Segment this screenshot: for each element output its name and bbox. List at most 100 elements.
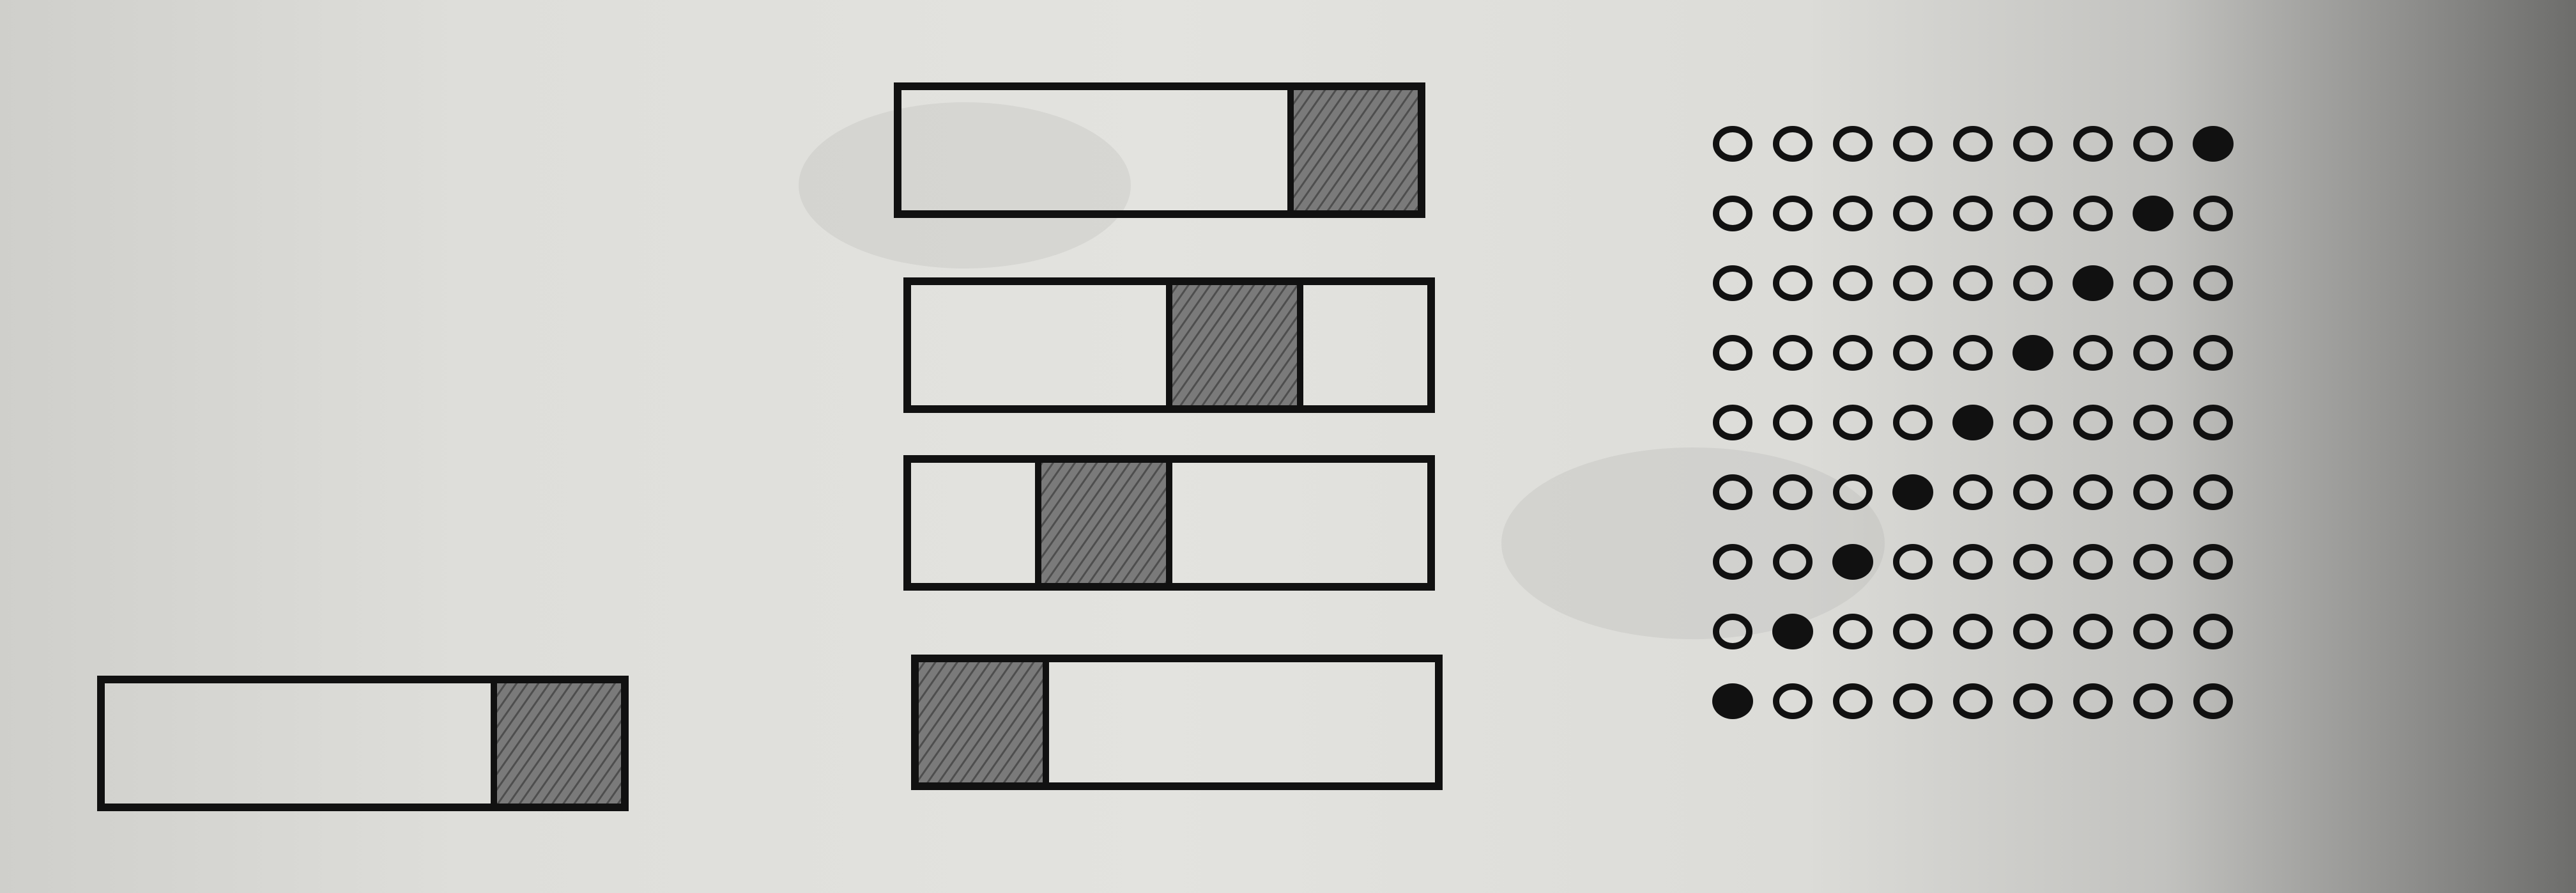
- dot-row: [1713, 544, 2233, 580]
- hollow-dot: [1953, 196, 1993, 231]
- dot-row: [1713, 474, 2233, 510]
- hollow-dot: [2193, 265, 2233, 301]
- hollow-dot: [1833, 474, 1873, 510]
- hollow-dot: [1953, 614, 1993, 649]
- hollow-dot: [2133, 614, 2173, 649]
- dot-row: [1713, 126, 2234, 162]
- dot-row: [1712, 683, 2233, 719]
- hollow-dot: [2193, 683, 2233, 719]
- hollow-dot: [1773, 405, 1813, 440]
- hollow-dot: [1953, 126, 1993, 162]
- hollow-dot: [1773, 683, 1813, 719]
- hollow-dot: [2013, 126, 2053, 162]
- hollow-dot: [1833, 126, 1873, 162]
- hollow-dot: [1713, 544, 1752, 580]
- hollow-dot: [2133, 126, 2173, 162]
- hollow-dot: [1893, 126, 1933, 162]
- filled-dot: [1832, 544, 1873, 580]
- filled-dot: [1712, 683, 1753, 719]
- stacked-bars-group: [894, 82, 1443, 790]
- shaded-segment: [1291, 86, 1422, 214]
- stacked-bar: [894, 82, 1425, 218]
- hollow-dot: [1713, 405, 1752, 440]
- dot-row: [1713, 405, 2233, 440]
- hollow-dot: [2193, 405, 2233, 440]
- hollow-dot: [1833, 265, 1873, 301]
- hollow-dot: [1773, 335, 1813, 371]
- hollow-dot: [2073, 335, 2113, 371]
- hollow-dot: [2013, 474, 2053, 510]
- hollow-dot: [1893, 614, 1933, 649]
- hollow-dot: [2133, 265, 2173, 301]
- filled-dot: [2193, 126, 2234, 162]
- filled-dot: [2012, 335, 2053, 371]
- hollow-dot: [1953, 544, 1993, 580]
- hollow-dot: [1713, 265, 1752, 301]
- hollow-dot: [2133, 683, 2173, 719]
- hollow-dot: [2133, 405, 2173, 440]
- dot-row: [1713, 196, 2233, 231]
- hollow-dot: [1713, 335, 1752, 371]
- shaded-segment: [1169, 281, 1300, 409]
- hollow-dot: [2193, 614, 2233, 649]
- dot-grid: [1712, 126, 2234, 719]
- bar-outline: [911, 655, 1443, 790]
- hollow-dot: [2013, 683, 2053, 719]
- hollow-dot: [2073, 126, 2113, 162]
- hollow-dot: [1893, 265, 1933, 301]
- hollow-dot: [2133, 544, 2173, 580]
- hollow-dot: [1833, 683, 1873, 719]
- hollow-dot: [1953, 265, 1993, 301]
- hollow-dot: [2073, 405, 2113, 440]
- hollow-dot: [2013, 196, 2053, 231]
- dot-row: [1713, 335, 2233, 371]
- hollow-dot: [2013, 265, 2053, 301]
- hollow-dot: [1773, 265, 1813, 301]
- hollow-dot: [1773, 126, 1813, 162]
- hollow-dot: [2193, 196, 2233, 231]
- filled-dot: [1952, 405, 1993, 440]
- hollow-dot: [1893, 335, 1933, 371]
- hollow-dot: [1713, 474, 1752, 510]
- hollow-dot: [1833, 196, 1873, 231]
- hollow-dot: [2073, 196, 2113, 231]
- shaded-segment: [494, 679, 625, 807]
- shaded-segment: [915, 658, 1046, 786]
- single-bar-group: [97, 676, 629, 811]
- hollow-dot: [1833, 614, 1873, 649]
- dot-row: [1713, 265, 2233, 301]
- hollow-dot: [1953, 683, 1993, 719]
- stacked-bar: [911, 655, 1443, 790]
- dot-row: [1713, 614, 2233, 649]
- hollow-dot: [1773, 196, 1813, 231]
- hollow-dot: [1893, 196, 1933, 231]
- hollow-dot: [1773, 544, 1813, 580]
- hollow-dot: [2133, 474, 2173, 510]
- hollow-dot: [1893, 544, 1933, 580]
- hollow-dot: [2193, 335, 2233, 371]
- hollow-dot: [1713, 196, 1752, 231]
- filled-dot: [1892, 474, 1933, 510]
- filled-dot: [1772, 614, 1813, 649]
- hollow-dot: [2073, 544, 2113, 580]
- hollow-dot: [1833, 405, 1873, 440]
- hollow-dot: [2133, 335, 2173, 371]
- hollow-dot: [2073, 683, 2113, 719]
- bar-outline: [894, 82, 1425, 218]
- hollow-dot: [1713, 614, 1752, 649]
- hollow-dot: [1893, 405, 1933, 440]
- bar-outline: [97, 676, 629, 811]
- filled-dot: [2133, 196, 2174, 231]
- filled-dot: [2073, 265, 2113, 301]
- hollow-dot: [1953, 474, 1993, 510]
- hollow-dot: [2013, 405, 2053, 440]
- hollow-dot: [2013, 544, 2053, 580]
- hollow-dot: [2193, 544, 2233, 580]
- hollow-dot: [2193, 474, 2233, 510]
- hollow-dot: [1893, 683, 1933, 719]
- hollow-dot: [1713, 126, 1752, 162]
- shaded-segment: [1038, 459, 1169, 587]
- single-bar: [97, 676, 629, 811]
